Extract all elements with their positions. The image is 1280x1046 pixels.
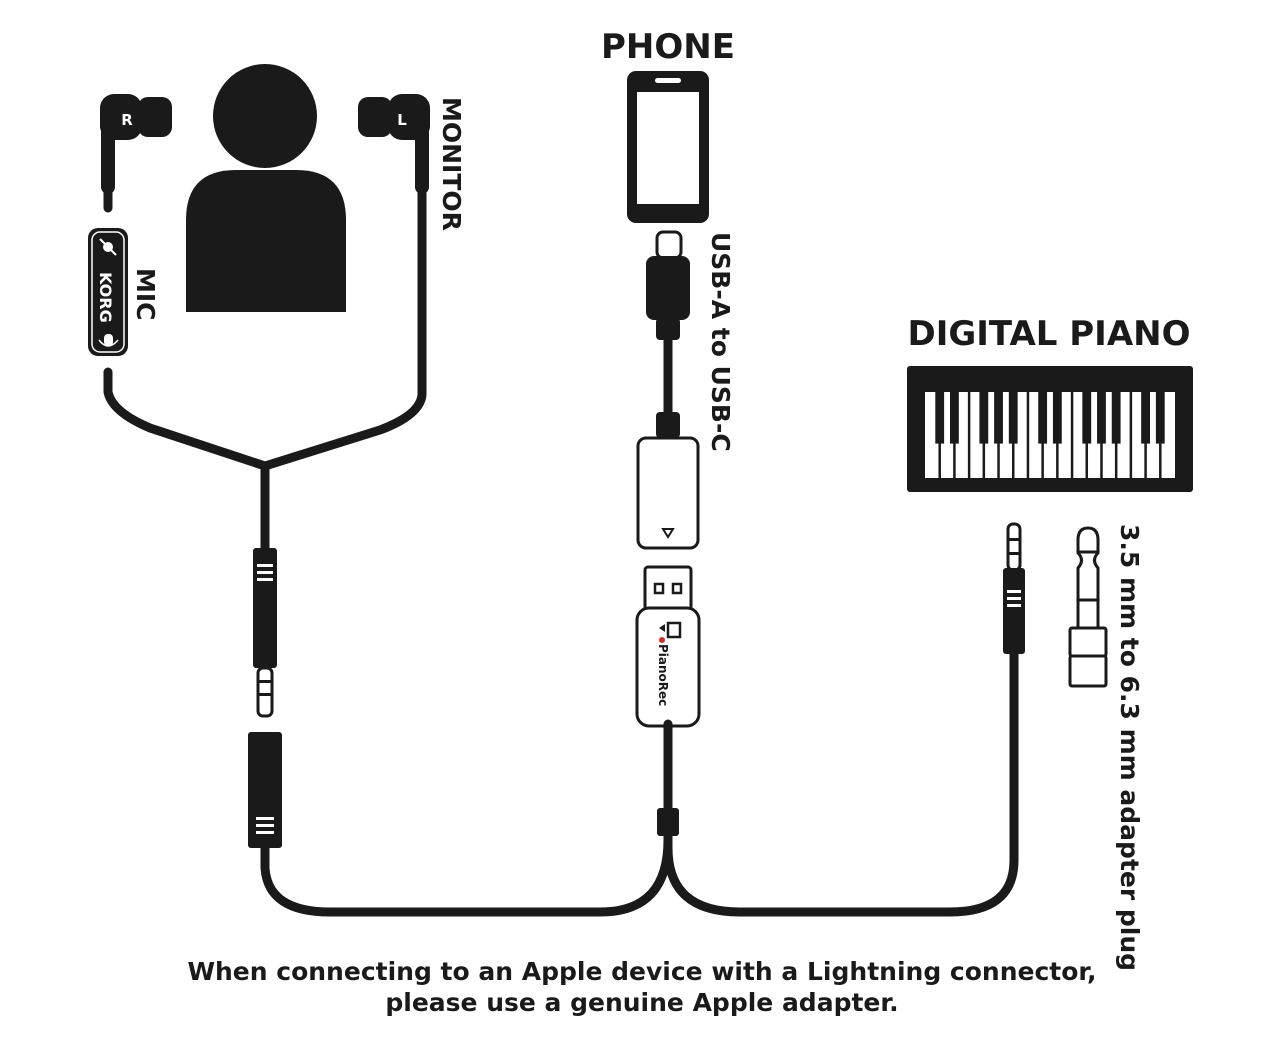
adapter-plug-label: 3.5 mm to 6.3 mm adapter plug xyxy=(1115,524,1144,971)
device-brand-label: PianoRec xyxy=(656,644,670,706)
inline-remote-mic: KORG xyxy=(88,228,128,356)
phone-label: PHONE xyxy=(601,27,735,67)
piano-plug-icon xyxy=(1003,522,1025,654)
digital-piano-label: DIGITAL PIANO xyxy=(907,314,1190,354)
earbud-right-icon: R xyxy=(100,94,172,194)
adapter-plug-icon xyxy=(1068,526,1108,688)
piano-keys xyxy=(935,392,1165,478)
phone-icon xyxy=(627,71,709,223)
splitter-socket-icon xyxy=(248,732,282,848)
black-key xyxy=(1155,392,1165,444)
brand-label: KORG xyxy=(96,272,115,323)
mic-mute-icon xyxy=(99,238,117,256)
black-key xyxy=(1141,392,1150,444)
earbud-left-label: L xyxy=(397,111,407,129)
headset-plug-icon xyxy=(253,548,277,718)
usb-a-socket-icon xyxy=(636,436,700,550)
earbud-right-label: R xyxy=(121,111,133,129)
pianorec-logo-icon xyxy=(659,621,682,643)
black-key xyxy=(1111,392,1121,444)
usb-c-plug-icon xyxy=(646,230,690,340)
black-key xyxy=(979,392,989,444)
black-key xyxy=(994,392,1003,444)
keyboard-icon xyxy=(907,366,1193,492)
mic-icon xyxy=(98,334,119,347)
note-line-1: When connecting to an Apple device with … xyxy=(187,957,1096,986)
black-key xyxy=(1052,392,1062,444)
note-line-2: please use a genuine Apple adapter. xyxy=(385,988,898,1017)
black-key xyxy=(1097,392,1106,444)
black-key xyxy=(1082,392,1092,444)
earbud-left-icon: L xyxy=(358,94,430,194)
monitor-label: MONITOR xyxy=(437,97,466,231)
black-key xyxy=(950,392,959,444)
pianorec-device: PianoRec xyxy=(635,565,701,728)
mic-label: MIC xyxy=(131,268,160,321)
person-icon xyxy=(186,64,346,312)
black-key xyxy=(935,392,945,444)
piano-cable xyxy=(663,647,1019,917)
usb-cable-label: USB-A to USB-C xyxy=(706,232,735,452)
black-key xyxy=(1008,392,1018,444)
black-key xyxy=(1038,392,1048,444)
splitter-cable xyxy=(260,715,673,917)
headset-cable xyxy=(103,185,427,557)
